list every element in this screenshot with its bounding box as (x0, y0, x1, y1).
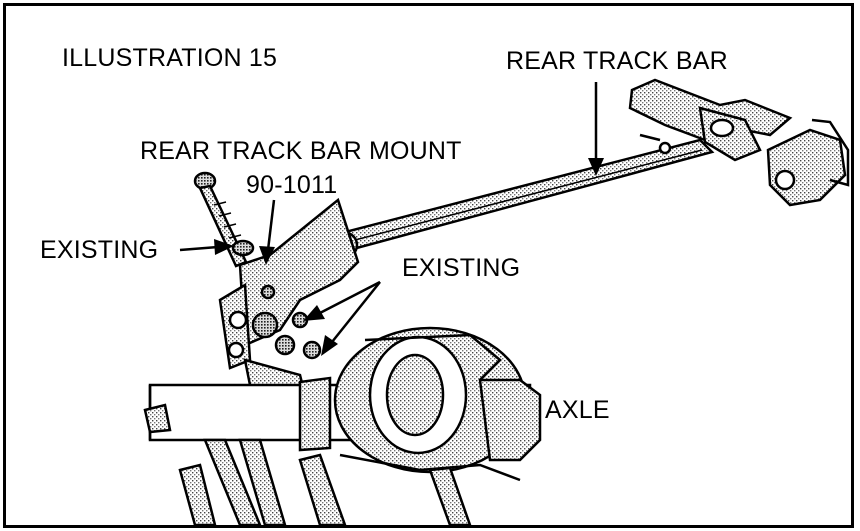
label-axle: AXLE (545, 396, 610, 424)
label-rear-track-bar: REAR TRACK BAR (506, 47, 728, 75)
existing-right-arrow1-line (317, 280, 381, 316)
axle-shape (143, 326, 542, 482)
mount-arrow-head (259, 246, 275, 265)
label-existing-left: EXISTING (40, 236, 159, 264)
existing-right-arrow2-line (331, 281, 381, 343)
track-bar-arrow-head (588, 158, 604, 176)
label-existing-right: EXISTING (402, 254, 521, 282)
existing-right-arrow1-head (303, 305, 325, 321)
existing-right-arrow2-head (321, 335, 338, 356)
existing-left-arrow-line (179, 245, 219, 252)
illustration-title: ILLUSTRATION 15 (62, 44, 278, 72)
mount-arrow-line (266, 199, 276, 251)
label-rear-track-bar-mount: REAR TRACK BAR MOUNT (140, 137, 462, 165)
callout-arrows (179, 82, 604, 356)
lower-links-shape (178, 438, 472, 527)
frame-bracket-shape (628, 78, 850, 207)
existing-left-arrow-head (214, 239, 234, 255)
label-part-number: 90-1011 (246, 171, 338, 199)
mount-bracket-shape (218, 197, 360, 397)
bolt-shape (193, 171, 255, 268)
